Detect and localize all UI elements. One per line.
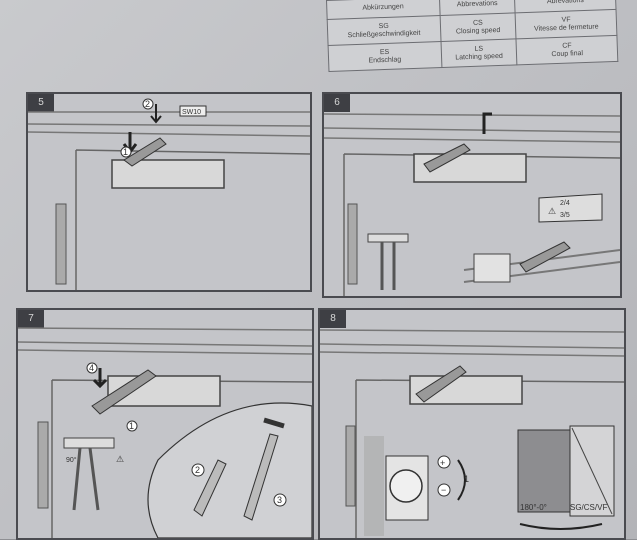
plus-icon: + [440,458,445,468]
ratio-2-4-label: 2/4 [560,200,570,207]
warning-icon: ⚠ [116,454,124,464]
step-panel-8: 8 + − 1 180°-0° SG/CS/VF [318,308,626,540]
step-3-label: 3 [277,495,282,505]
panel-number: 5 [28,94,54,112]
speed-adjustment-diagram: + − 1 180°-0° SG/CS/VF [320,329,624,538]
warning-icon: ⚠ [548,206,556,216]
step-2-label: 2 [195,465,200,475]
door-closer-diagram: 1 2 SW10 [28,98,310,290]
angle-range-label: 180°-0° [520,503,547,512]
speed-abbr-label: SG/CS/VF [570,503,607,512]
panel-number: 8 [320,310,346,328]
ratio-3-5-label: 3/5 [560,212,570,219]
step-1-label: 1 [464,474,469,484]
arm [123,137,167,167]
step-1-label: 1 [129,421,134,431]
step-panel-6: 6 ⚠ 2/4 3/5 [322,92,622,298]
step-panel-7: 7 4 1 90° ⚠ 2 3 [16,308,314,540]
arm-adjustment-diagram: 4 1 90° ⚠ 2 3 [18,327,312,538]
arm-mounting-diagram: ⚠ 2/4 3/5 [324,112,620,296]
step-panel-5: 5 1 2 SW10 [26,92,312,292]
step-2-label: 2 [145,99,150,109]
angle-90-label: 90° [66,456,77,464]
panel-number: 6 [324,94,350,112]
sw10-label: SW10 [182,109,201,116]
panel-number: 7 [18,310,44,328]
step-4-label: 4 [89,363,94,373]
step-1-label: 1 [123,147,128,157]
minus-icon: − [441,485,446,495]
